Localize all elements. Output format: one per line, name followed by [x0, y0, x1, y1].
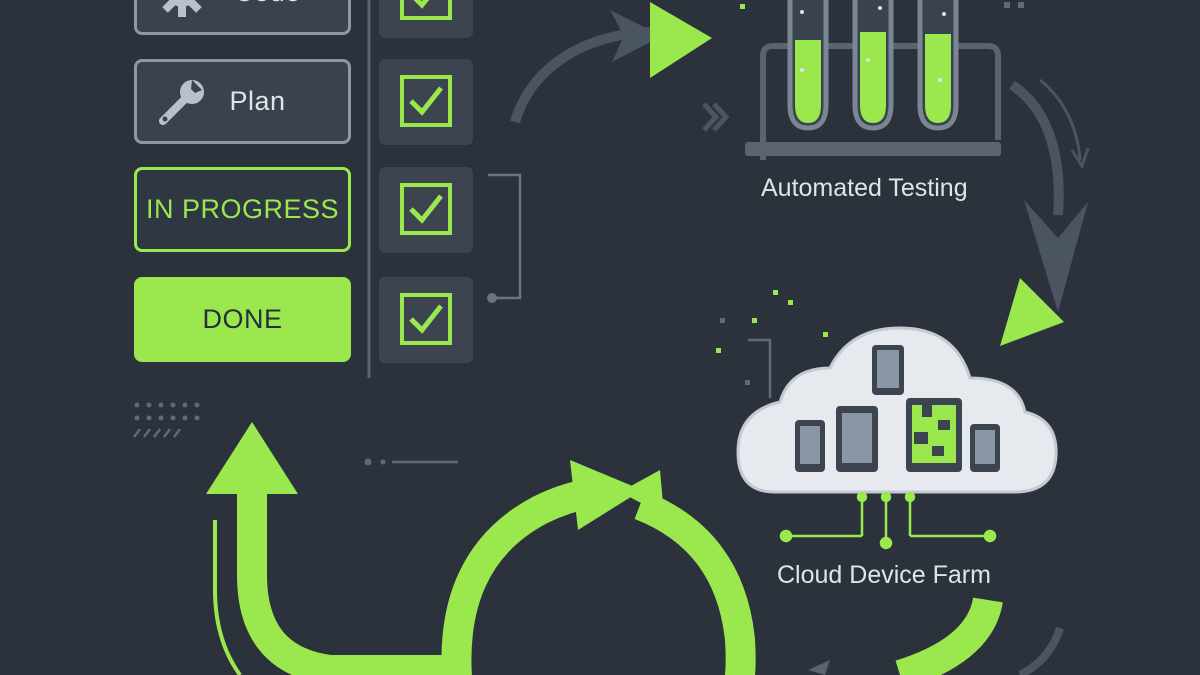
bracket-connector: [488, 173, 522, 300]
green-return-arrow-inner: [213, 520, 242, 675]
check-icon: [400, 293, 452, 345]
gear-icon: [155, 0, 209, 20]
dark-curved-arrow-right: [1009, 80, 1064, 216]
stage-done-label: DONE: [202, 304, 283, 334]
mobile-devices-icon: [795, 345, 1000, 472]
thin-arrowhead-right: [1070, 147, 1090, 170]
green-curve-bottom-right: [895, 596, 1003, 675]
check-icon: [400, 183, 452, 235]
stage-code-label: Code: [234, 0, 301, 8]
wrench-icon: [155, 75, 209, 129]
cycle-arrowhead-right: [620, 470, 664, 515]
decor-pixels: [716, 290, 828, 385]
automated-testing-label: Automated Testing: [761, 174, 968, 202]
cycle-arrow-icon: [441, 477, 756, 675]
cloud-device-farm-label: Cloud Device Farm: [777, 561, 991, 589]
checkbox-done[interactable]: [379, 277, 473, 363]
check-icon: [400, 0, 452, 20]
stage-plan-button[interactable]: Plan: [134, 59, 351, 144]
test-tubes-icon: [745, 0, 1001, 160]
bracket-dot: [487, 293, 497, 303]
decor-square: [1004, 2, 1010, 8]
cycle-arrowhead-left: [570, 460, 642, 530]
double-chevron-icon: [702, 102, 730, 132]
checkbox-in-progress[interactable]: [379, 167, 473, 253]
green-arrowhead-top: [650, 2, 712, 78]
checkbox-plan[interactable]: [379, 59, 473, 145]
decor-dot-grid: [134, 402, 200, 421]
dark-arrowhead-right: [1024, 200, 1088, 312]
stage-done-button[interactable]: DONE: [134, 277, 351, 362]
stage-in-progress-label: IN PROGRESS: [145, 194, 340, 224]
decor-line-dots: [364, 458, 458, 466]
green-return-arrow: [237, 490, 450, 675]
dark-arrowhead-top: [610, 10, 662, 62]
dark-mark-bottom: [808, 660, 830, 675]
green-arrowhead-cloud: [1000, 278, 1064, 346]
cloud-connectors: [779, 491, 997, 550]
decor-square: [1018, 2, 1024, 8]
stage-code-button[interactable]: Code: [134, 0, 351, 35]
dark-curve-bottom-right: [1018, 626, 1064, 675]
decor-square: [740, 4, 745, 9]
checkbox-code[interactable]: [379, 0, 473, 38]
decor-bracket: [748, 338, 772, 398]
check-icon: [400, 75, 452, 127]
decor-hatch: [133, 428, 181, 438]
stage-in-progress-button[interactable]: IN PROGRESS: [134, 167, 351, 252]
green-arrowhead-up: [206, 422, 298, 494]
thin-arrow-right: [1039, 78, 1082, 161]
stage-plan-label: Plan: [229, 86, 286, 116]
